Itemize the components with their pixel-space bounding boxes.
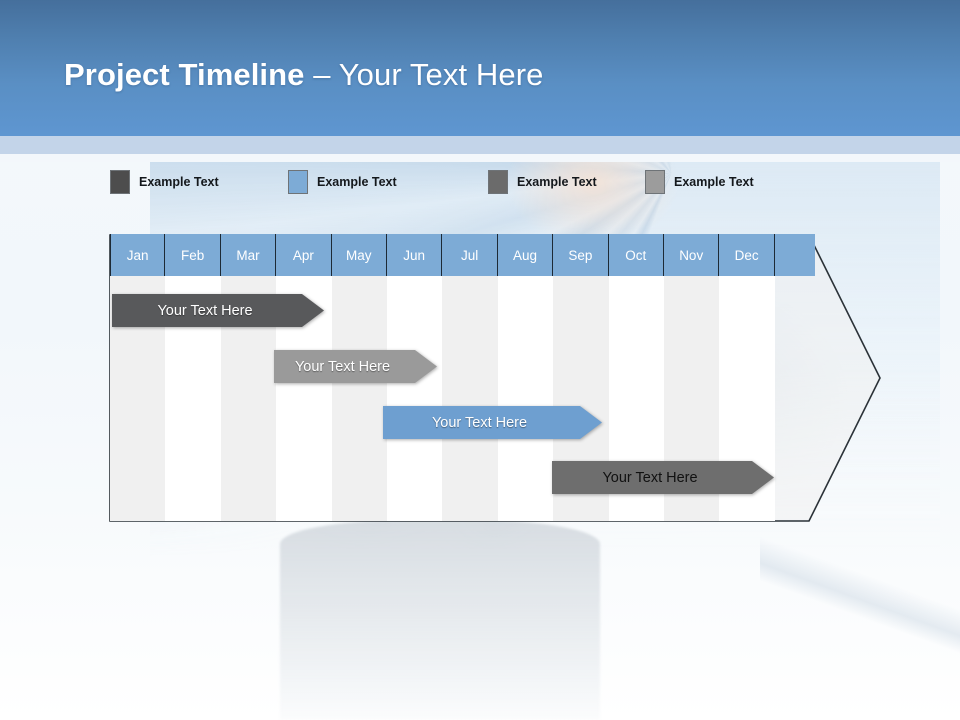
- page-title-bold: Project Timeline: [64, 57, 305, 92]
- month-header-mar[interactable]: Mar: [220, 234, 277, 276]
- legend-label-2: Example Text: [317, 175, 397, 189]
- legend: Example Text Example Text Example Text Exam…: [110, 168, 810, 196]
- background-reflection: [280, 520, 600, 720]
- legend-swatch-icon-3: [488, 170, 508, 194]
- task-bar-shape-2: Your Text Here: [274, 350, 437, 383]
- month-column-aug: Aug: [497, 234, 554, 521]
- page-title-light: – Your Text Here: [304, 57, 544, 92]
- month-header-sep[interactable]: Sep: [553, 234, 609, 276]
- month-header-dec[interactable]: Dec: [719, 234, 775, 276]
- title-banner: [0, 0, 960, 136]
- task-bar-shape-4: Your Text Here: [552, 461, 774, 494]
- task-bar-2[interactable]: Your Text Here: [274, 350, 437, 383]
- month-column-feb: Feb: [165, 234, 221, 521]
- legend-label-3: Example Text: [517, 175, 597, 189]
- task-bar-label-3: Your Text Here: [431, 414, 528, 431]
- month-header-tail: [775, 234, 815, 276]
- month-column-mar: Mar: [220, 234, 277, 521]
- month-column-jul: Jul: [442, 234, 498, 521]
- legend-swatch-icon-2: [288, 170, 308, 194]
- month-header-may[interactable]: May: [331, 234, 387, 276]
- month-header-apr[interactable]: Apr: [276, 234, 332, 276]
- month-header-oct[interactable]: Oct: [608, 234, 664, 276]
- legend-label-1: Example Text: [139, 175, 219, 189]
- legend-item-2[interactable]: Example Text: [288, 168, 397, 196]
- title-accent-band-light: [0, 154, 960, 162]
- legend-swatch-icon-1: [110, 170, 130, 194]
- task-bar-label-4: Your Text Here: [602, 469, 698, 486]
- month-header-jan[interactable]: Jan: [110, 234, 166, 276]
- task-bar-1[interactable]: Your Text Here: [112, 294, 324, 327]
- page-title: Project Timeline – Your Text Here: [64, 57, 543, 93]
- task-bar-shape-3: Your Text Here: [383, 406, 602, 439]
- month-header-aug[interactable]: Aug: [497, 234, 554, 276]
- legend-item-3[interactable]: Example Text: [488, 168, 597, 196]
- task-bar-shape-1: Your Text Here: [112, 294, 324, 327]
- month-header-feb[interactable]: Feb: [165, 234, 221, 276]
- legend-label-4: Example Text: [674, 175, 754, 189]
- task-bar-3[interactable]: Your Text Here: [383, 406, 602, 439]
- month-column-jan: Jan: [110, 234, 166, 521]
- task-bar-label-2: Your Text Here: [294, 358, 391, 375]
- month-header-nov[interactable]: Nov: [664, 234, 720, 276]
- task-bar-4[interactable]: Your Text Here: [552, 461, 774, 494]
- month-header-jun[interactable]: Jun: [387, 234, 443, 276]
- legend-item-1[interactable]: Example Text: [110, 168, 219, 196]
- month-header-jul[interactable]: Jul: [442, 234, 498, 276]
- task-bar-label-1: Your Text Here: [157, 302, 253, 319]
- background-reflection-secondary: [760, 520, 960, 670]
- title-accent-band: [0, 136, 960, 154]
- legend-item-4[interactable]: Example Text: [645, 168, 754, 196]
- legend-swatch-icon-4: [645, 170, 665, 194]
